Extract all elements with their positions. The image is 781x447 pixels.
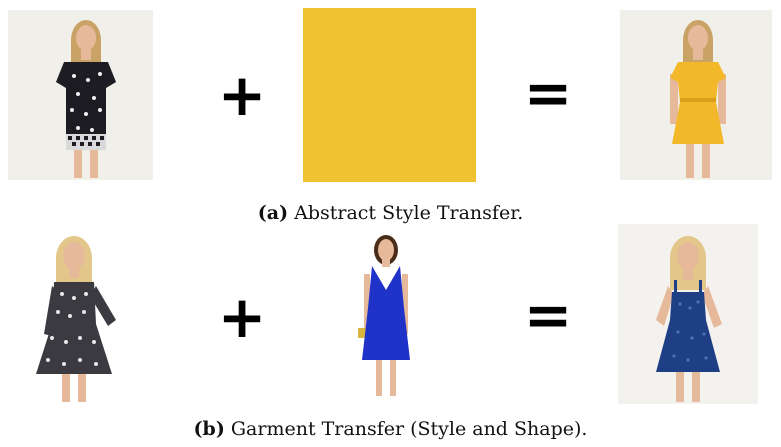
model-figure-a-result: [670, 20, 726, 178]
equals-operator-a: =: [523, 59, 573, 127]
equals-operator-b: =: [523, 281, 573, 349]
plus-operator-a: +: [217, 61, 267, 129]
model-figure-b-garment: [358, 235, 410, 396]
source-model-photo-a: [8, 10, 153, 180]
yellow-color-swatch: [303, 8, 476, 182]
plus-operator-b: +: [217, 283, 267, 351]
model-figure-a-source: [56, 20, 116, 178]
garment-photo-b: [330, 228, 440, 404]
caption-a-tag: (a): [257, 202, 289, 224]
caption-a-text: Abstract Style Transfer.: [294, 202, 524, 224]
result-model-photo-b: [618, 224, 758, 404]
caption-a: (a) Abstract Style Transfer.: [0, 202, 781, 224]
caption-b-tag: (b): [193, 418, 225, 440]
row-garment-transfer: + =: [0, 222, 781, 412]
model-figure-b-source: [36, 236, 116, 402]
result-model-photo-a: [620, 10, 772, 180]
source-model-photo-b: [8, 224, 148, 404]
caption-b-text: Garment Transfer (Style and Shape).: [230, 418, 588, 440]
model-figure-b-result: [656, 236, 722, 402]
row-abstract-style-transfer: + =: [0, 0, 781, 190]
caption-b: (b) Garment Transfer (Style and Shape).: [0, 418, 781, 440]
